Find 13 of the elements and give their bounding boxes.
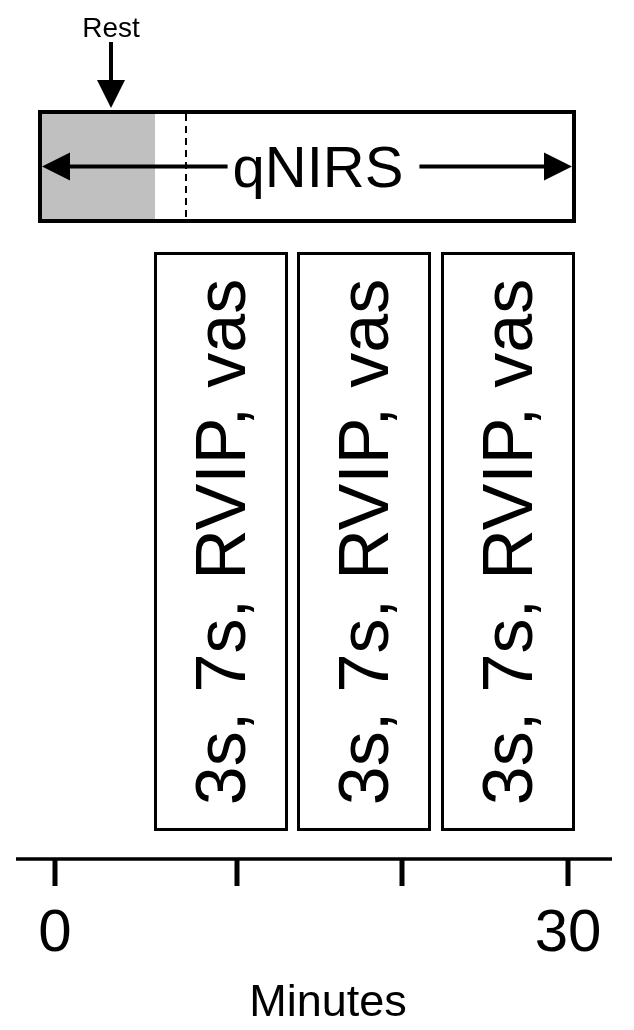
task-box: [297, 252, 431, 831]
rest-period-block: [42, 114, 155, 219]
axis-tick-label: 30: [534, 901, 602, 961]
arrow: [97, 42, 125, 108]
axis-title: Minutes: [249, 978, 407, 1023]
task-box: [154, 252, 288, 831]
task-label: 3s, 7s, RVIP, vas: [473, 278, 543, 805]
timeline-bar: [38, 110, 576, 223]
task-label: 3s, 7s, RVIP, vas: [329, 278, 399, 805]
rest-label: Rest: [82, 14, 140, 42]
task-box: [441, 252, 575, 831]
axis-tick-label: 0: [38, 901, 72, 961]
task-label: 3s, 7s, RVIP, vas: [186, 278, 256, 805]
